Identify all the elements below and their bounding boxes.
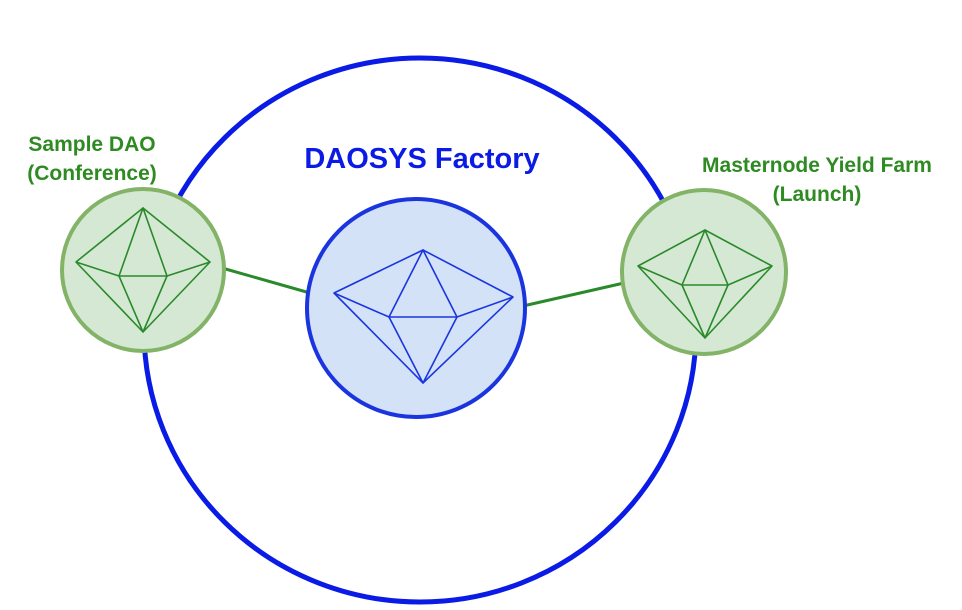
node-masternode-yield-farm[interactable] <box>620 188 788 356</box>
edge-center-to-right <box>522 281 625 308</box>
diagram-title: DAOSYS Factory <box>304 143 539 175</box>
node-sample-dao-circle <box>60 187 226 353</box>
node-sample-dao-label-line2: (Conference) <box>27 162 157 185</box>
node-masternode-yield-farm-circle <box>620 188 788 356</box>
node-sample-dao-label-line1: Sample DAO <box>28 133 155 156</box>
node-daosys-factory-circle <box>305 197 527 419</box>
node-masternode-yield-farm-label-line2: (Launch) <box>773 183 862 206</box>
edge-left-to-center <box>221 266 311 295</box>
node-daosys-factory[interactable] <box>305 197 527 419</box>
octahedron-icon <box>75 207 211 333</box>
octahedron-icon <box>637 229 773 339</box>
node-masternode-yield-farm-label-line1: Masternode Yield Farm <box>702 154 932 177</box>
octahedron-icon <box>333 249 514 384</box>
node-sample-dao[interactable] <box>60 187 226 353</box>
